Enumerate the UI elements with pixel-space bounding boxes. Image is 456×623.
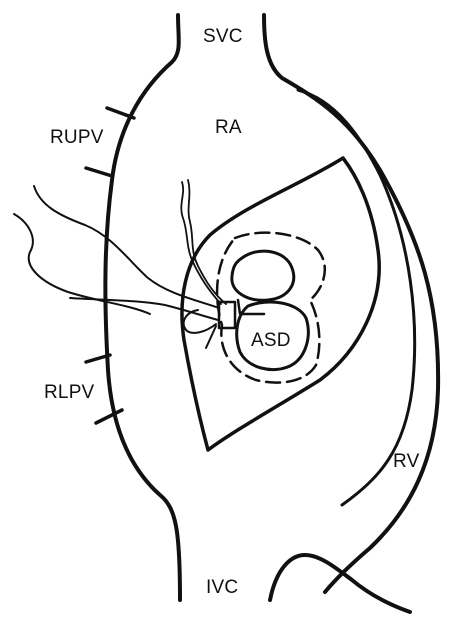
label-ivc: IVC <box>206 578 238 597</box>
label-asd: ASD <box>251 331 291 350</box>
rupv-tick-lower <box>86 168 112 176</box>
defect-dashed-outline <box>217 233 325 383</box>
upper-defect <box>232 251 294 300</box>
rv-inner-wall <box>298 90 415 505</box>
ra-left-wall <box>105 15 180 600</box>
label-svc: SVC <box>203 27 243 46</box>
label-rv: RV <box>393 452 419 471</box>
label-rupv: RUPV <box>50 128 104 147</box>
label-ra: RA <box>215 118 242 137</box>
label-rlpv: RLPV <box>44 383 94 402</box>
catheter-loop <box>184 310 216 333</box>
ivc-right-wall <box>270 555 410 612</box>
